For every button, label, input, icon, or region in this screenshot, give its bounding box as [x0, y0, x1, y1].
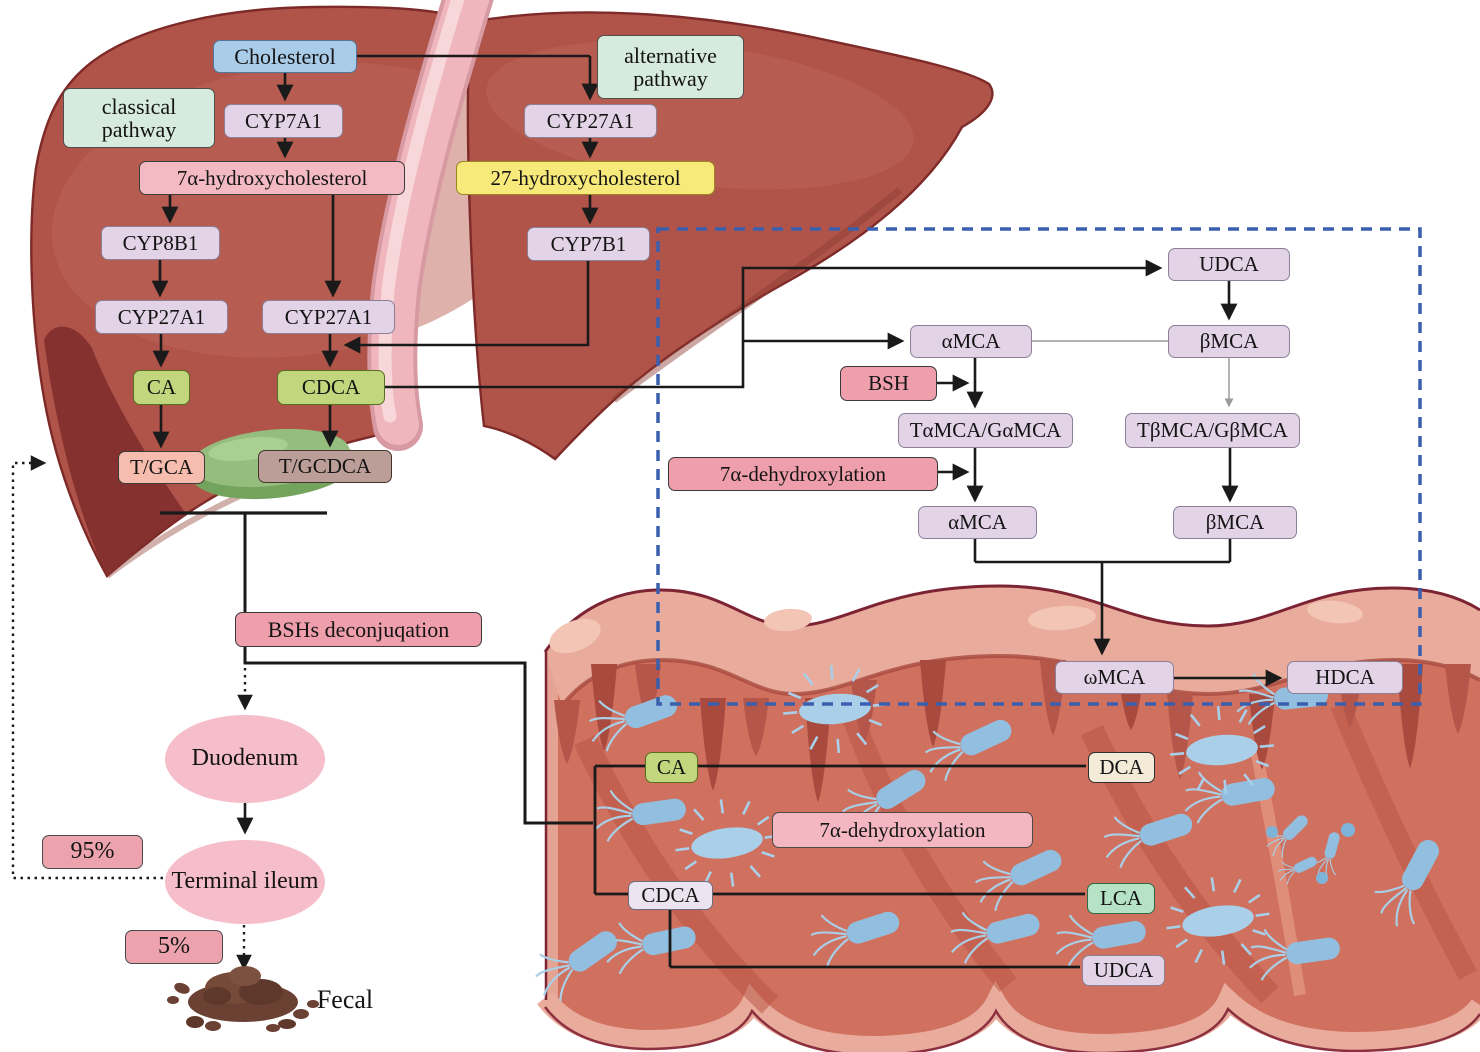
node-cyp27a1-left: CYP27A1 — [95, 300, 228, 334]
node-cyp8b1: CYP8B1 — [101, 226, 220, 260]
node-cdca-gut: CDCA — [628, 881, 713, 910]
node-hdca: HDCA — [1287, 661, 1403, 694]
node-omca: ωMCA — [1055, 661, 1174, 694]
node-tamca-gamca: TαMCA/GαMCA — [898, 413, 1073, 448]
node-7a-dehydroxylation-upper: 7α-dehydroxylation — [668, 457, 938, 491]
node-7a-dehydroxylation-gut: 7α-dehydroxylation — [772, 812, 1033, 848]
dotted-recycling-lines — [11, 455, 253, 971]
node-bsh: BSH — [840, 366, 937, 401]
node-amca-2: αMCA — [918, 506, 1037, 539]
node-cyp7b1: CYP7B1 — [527, 227, 650, 261]
node-bmca-2: βMCA — [1173, 506, 1297, 539]
node-bshs-deconjugation: BSHs deconjuqation — [235, 612, 482, 647]
node-tbmca-gbmca: TβMCA/GβMCA — [1125, 413, 1300, 448]
node-bmca-1: βMCA — [1168, 325, 1290, 358]
node-amca-1: αMCA — [910, 325, 1032, 358]
node-cholesterol: Cholesterol — [213, 40, 357, 73]
node-duodenum: Duodenum — [165, 715, 325, 803]
node-27-hydroxycholesterol: 27-hydroxycholesterol — [456, 161, 715, 195]
node-terminal-ileum: Terminal ileum — [165, 840, 325, 924]
node-5-percent: 5% — [125, 930, 223, 964]
node-classical-pathway: classical pathway — [63, 88, 215, 148]
node-cyp27a1-alt: CYP27A1 — [524, 104, 657, 138]
gut-bacteria-group — [522, 659, 1454, 1008]
node-95-percent: 95% — [42, 835, 143, 869]
node-cyp27a1-mid: CYP27A1 — [262, 300, 395, 334]
microbial-transformation-dashed-box — [656, 227, 1422, 706]
node-lca: LCA — [1087, 883, 1155, 914]
node-alternative-pathway: alternative pathway — [597, 35, 744, 99]
node-dca: DCA — [1088, 752, 1155, 783]
node-cyp7a1: CYP7A1 — [224, 104, 343, 138]
node-cdca-liver: CDCA — [277, 370, 385, 405]
node-ca-gut: CA — [645, 752, 698, 783]
node-fecal-label: Fecal — [316, 985, 374, 1015]
hepatic-vessel-icon — [367, 0, 494, 451]
node-tgca: T/GCA — [118, 451, 205, 484]
node-tgcdca: T/GCDCA — [258, 450, 392, 483]
node-udca-hepatic: UDCA — [1168, 248, 1290, 281]
node-ca-liver: CA — [133, 370, 190, 405]
node-udca-gut: UDCA — [1082, 955, 1165, 986]
fecal-pile-icon — [167, 966, 319, 1032]
thin-connector-lines — [1032, 340, 1234, 408]
node-7a-hydroxycholesterol: 7α-hydroxycholesterol — [139, 161, 405, 195]
